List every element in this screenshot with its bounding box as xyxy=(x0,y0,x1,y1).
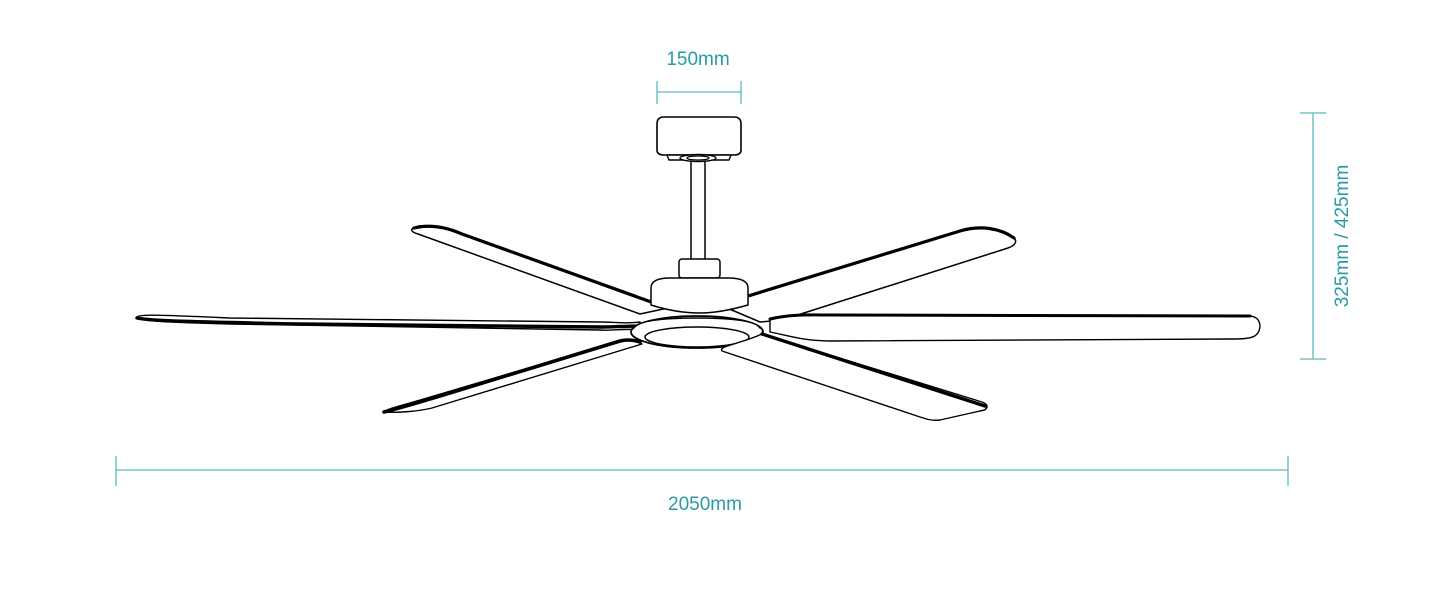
canopy-width-label: 150mm xyxy=(666,49,729,70)
canopy-width-dimension: 150mm xyxy=(656,49,742,104)
ceiling-fan xyxy=(135,116,1261,421)
downrod xyxy=(690,157,706,263)
height-dimension: 325mm / 425mm xyxy=(1300,112,1353,360)
motor-collar xyxy=(678,258,721,279)
led-light-ring xyxy=(630,315,764,349)
span-dimension: 2050mm xyxy=(115,456,1289,515)
ceiling-canopy xyxy=(656,116,742,163)
motor-housing xyxy=(650,277,749,314)
blade-right xyxy=(769,314,1261,342)
span-label: 2050mm xyxy=(668,494,742,515)
blade-lower-right xyxy=(720,333,988,421)
height-label: 325mm / 425mm xyxy=(1332,165,1353,308)
